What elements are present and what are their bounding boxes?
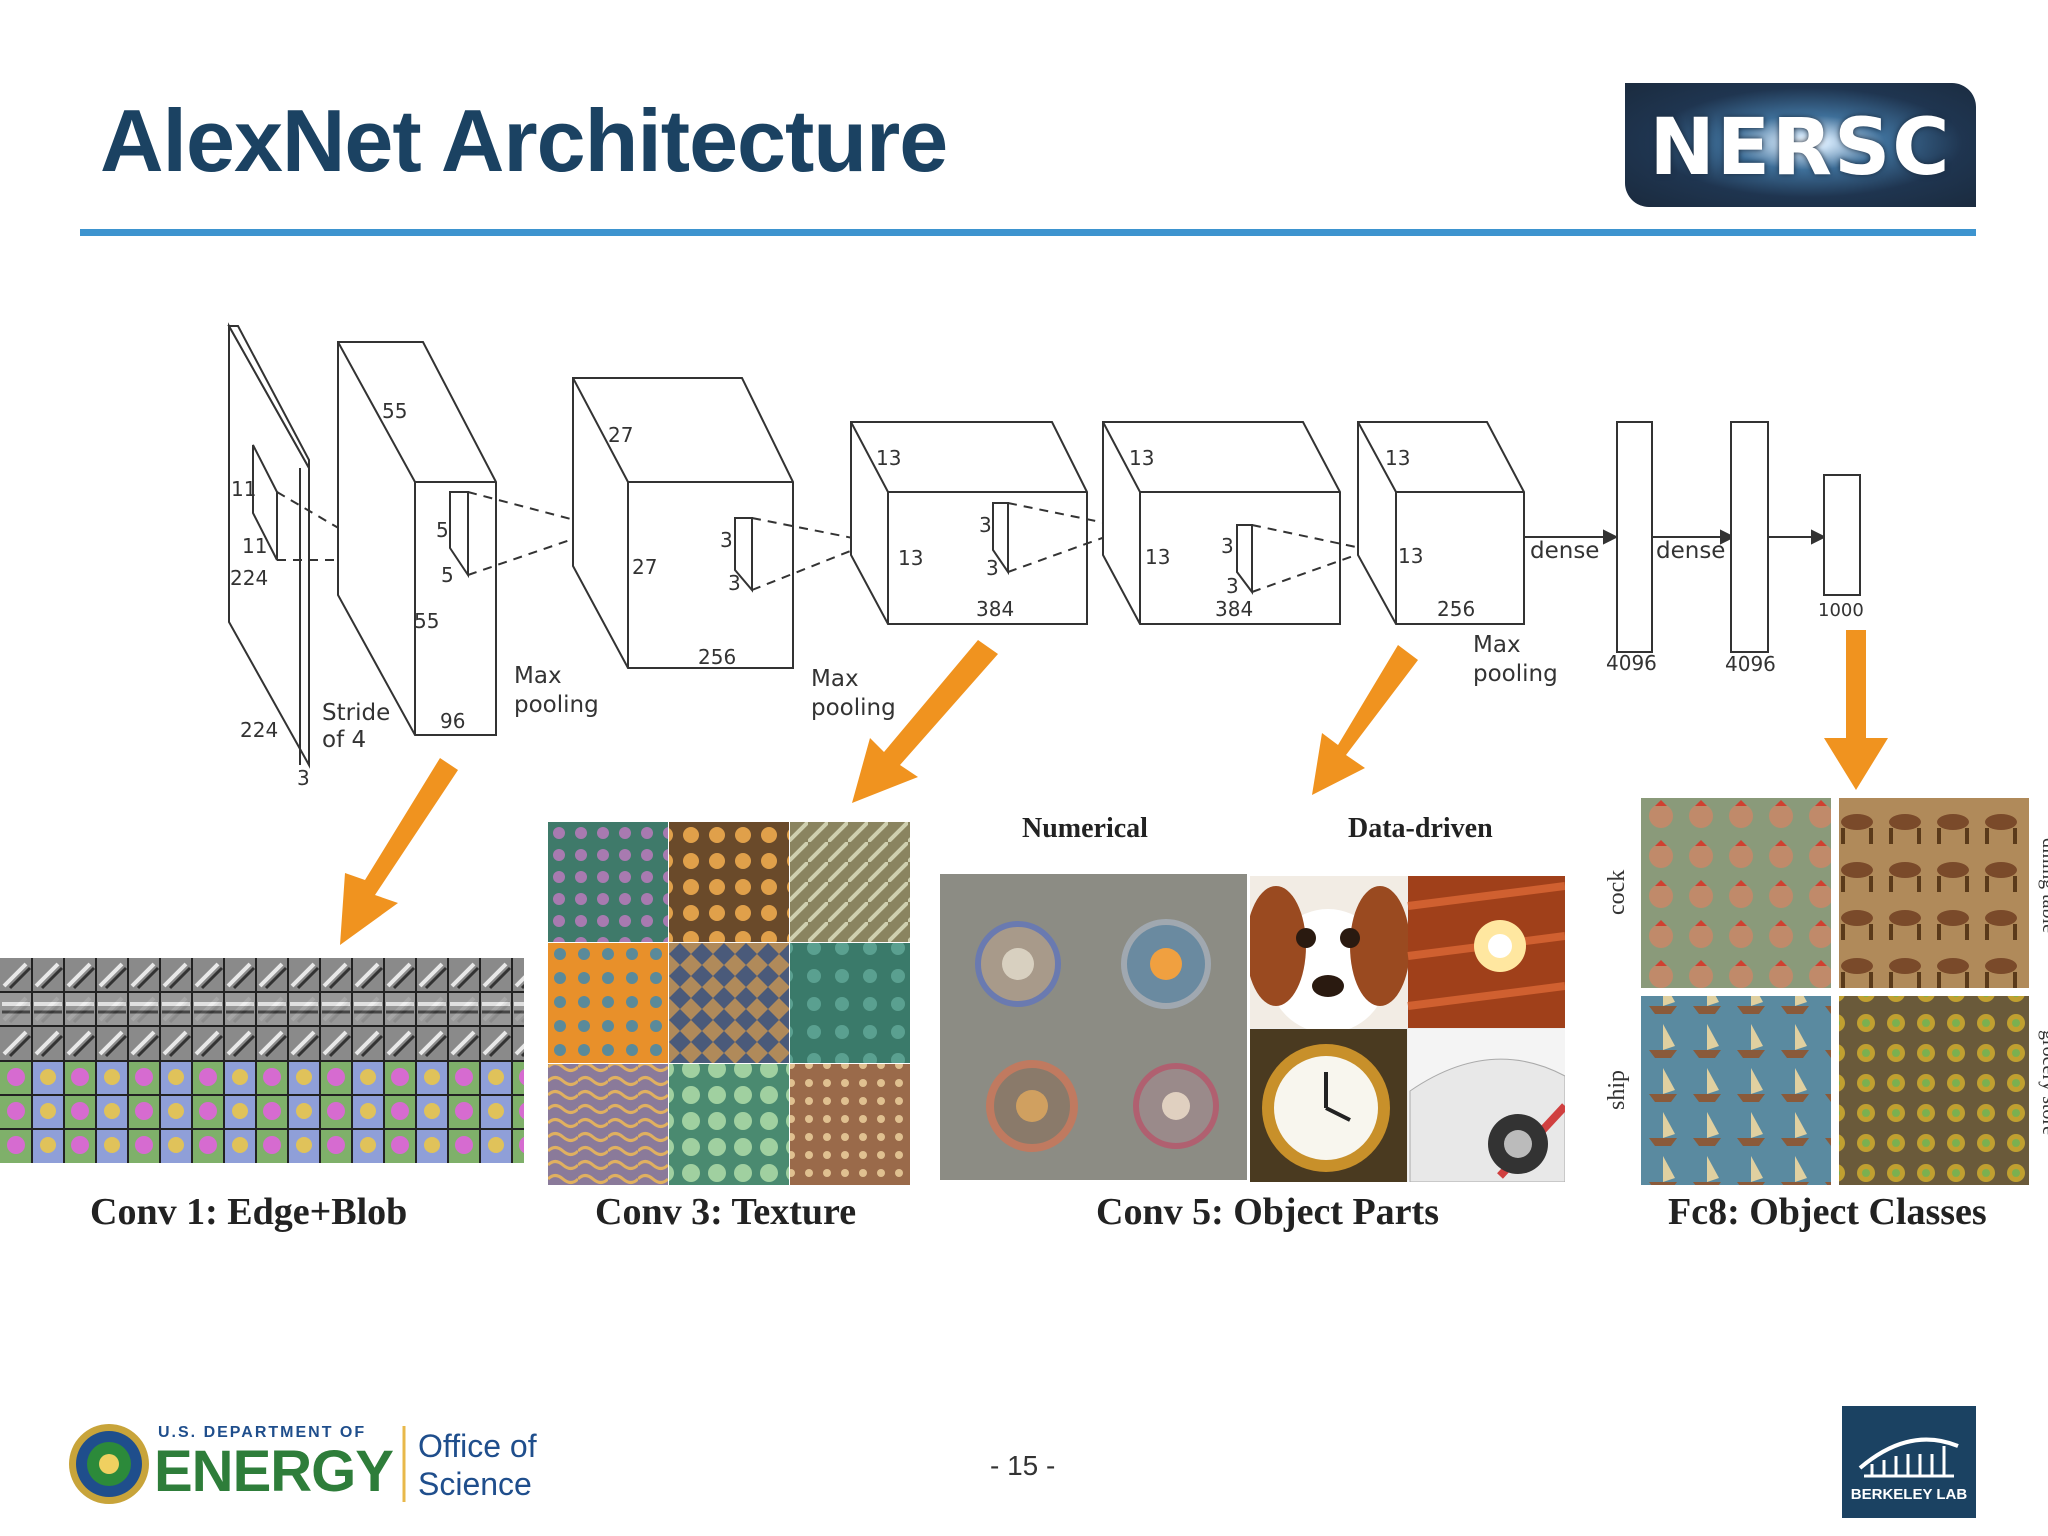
conv1-block bbox=[337, 341, 606, 736]
dense1-label: dense bbox=[1530, 538, 1599, 564]
conv5-width: 13 bbox=[1398, 544, 1423, 568]
conv5-numerical-panel bbox=[940, 874, 1247, 1180]
conv2-kernel-w: 3 bbox=[728, 571, 741, 595]
conv3-block bbox=[850, 421, 1131, 625]
conv4-block bbox=[1102, 421, 1371, 625]
output-size: 1000 bbox=[1818, 600, 1864, 621]
dense-layers bbox=[1524, 421, 1861, 653]
pool3-line1: Max bbox=[1473, 632, 1521, 658]
input-kernel-w: 11 bbox=[242, 534, 267, 558]
doe-office-1: Office of bbox=[418, 1428, 537, 1464]
doe-office-2: Science bbox=[418, 1466, 532, 1502]
pool2-line2: pooling bbox=[811, 695, 896, 721]
conv5-block bbox=[1357, 421, 1525, 625]
conv3-height: 13 bbox=[876, 446, 901, 470]
pool2-line1: Max bbox=[811, 666, 859, 692]
conv2-kernel-h: 3 bbox=[720, 528, 733, 552]
doe-line2: ENERGY bbox=[154, 1439, 394, 1504]
fc8-classes-panel bbox=[1641, 798, 2029, 1185]
conv5-height: 13 bbox=[1385, 446, 1410, 470]
conv3-caption: Conv 3: Texture bbox=[595, 1191, 857, 1233]
title-divider bbox=[80, 229, 1976, 236]
doe-logo: U.S. DEPARTMENT OF ENERGY Office of Scie… bbox=[68, 1418, 548, 1510]
nersc-logo-text: NERSC bbox=[1649, 103, 1952, 193]
nersc-logo: NERSC bbox=[1625, 83, 1976, 207]
fc8-label-dining-table: dining table bbox=[2038, 838, 2048, 933]
page-number: - 15 - bbox=[990, 1450, 1056, 1481]
conv1-filters-panel bbox=[0, 958, 524, 1163]
conv1-filter-grid bbox=[0, 958, 524, 1163]
conv1-depth: 96 bbox=[440, 709, 465, 733]
conv3-texture-grid bbox=[548, 822, 910, 1185]
conv4-height: 13 bbox=[1129, 446, 1154, 470]
conv5-data-driven-panel bbox=[1250, 876, 1565, 1182]
conv3-width: 13 bbox=[898, 546, 923, 570]
doe-line1: U.S. DEPARTMENT OF bbox=[158, 1424, 367, 1441]
conv5-subhead-numerical: Numerical bbox=[1022, 813, 1148, 844]
berkeley-lab-logo: BERKELEY LAB bbox=[1842, 1406, 1976, 1518]
dense2-size: 4096 bbox=[1725, 652, 1776, 676]
conv1-kernel-h: 5 bbox=[436, 518, 449, 542]
conv4-depth: 384 bbox=[1215, 597, 1253, 621]
dense2-label: dense bbox=[1656, 538, 1725, 564]
conv4-kernel-w: 3 bbox=[1226, 574, 1239, 598]
conv1-stride-1: Stride bbox=[322, 700, 390, 726]
conv3-textures-panel bbox=[548, 822, 910, 1185]
conv4-kernel-h: 3 bbox=[1221, 534, 1234, 558]
pool1-line2: pooling bbox=[514, 692, 599, 718]
conv1-height: 55 bbox=[382, 399, 407, 423]
conv3-kernel-w: 3 bbox=[986, 556, 999, 580]
conv1-kernel-w: 5 bbox=[441, 563, 454, 587]
berkeley-lab-text: BERKELEY LAB bbox=[1850, 1486, 1968, 1503]
fc8-label-grocery-store: grocery store bbox=[2038, 1030, 2048, 1135]
dense1-size: 4096 bbox=[1606, 651, 1657, 675]
input-height: 224 bbox=[230, 566, 268, 590]
conv2-block bbox=[572, 377, 874, 669]
conv1-width: 55 bbox=[414, 609, 439, 633]
fc8-label-ship: ship bbox=[1604, 1069, 1630, 1110]
input-width: 224 bbox=[240, 718, 278, 742]
conv1-stride-2: of 4 bbox=[322, 727, 366, 753]
conv2-depth: 256 bbox=[698, 645, 736, 669]
conv4-width: 13 bbox=[1145, 545, 1170, 569]
pool1-line1: Max bbox=[514, 663, 562, 689]
conv5-subhead-data-driven: Data-driven bbox=[1348, 813, 1493, 844]
slide-title: AlexNet Architecture bbox=[100, 91, 948, 190]
conv5-caption: Conv 5: Object Parts bbox=[1096, 1191, 1439, 1233]
fc8-label-cock: cock bbox=[1604, 869, 1630, 915]
conv5-depth: 256 bbox=[1437, 597, 1475, 621]
fc8-caption: Fc8: Object Classes bbox=[1668, 1191, 1987, 1233]
conv2-width: 27 bbox=[632, 555, 657, 579]
input-layer bbox=[227, 322, 394, 769]
conv1-caption: Conv 1: Edge+Blob bbox=[90, 1191, 408, 1233]
input-depth: 3 bbox=[297, 766, 310, 790]
conv2-height: 27 bbox=[608, 423, 633, 447]
conv3-depth: 384 bbox=[976, 597, 1014, 621]
orange-arrows bbox=[340, 630, 1888, 945]
conv3-kernel-h: 3 bbox=[979, 513, 992, 537]
input-kernel-h: 11 bbox=[231, 477, 256, 501]
pool3-line2: pooling bbox=[1473, 661, 1558, 687]
